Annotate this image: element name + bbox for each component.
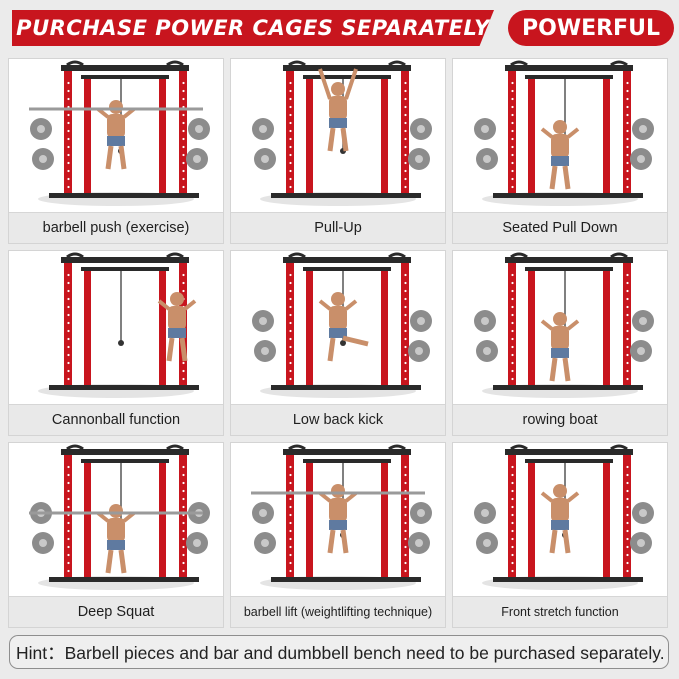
- power-cage-seated-row-photo: [453, 251, 667, 405]
- exercise-card: Front stretch function: [452, 442, 668, 628]
- exercise-card: Cannonball function: [8, 250, 224, 436]
- exercise-card: Pull-Up: [230, 58, 446, 244]
- power-cage-drawing: [252, 252, 432, 398]
- exercise-label: barbell lift (weightlifting technique): [231, 596, 445, 627]
- power-cage-drawing: [474, 444, 654, 590]
- exercise-label: Pull-Up: [231, 212, 445, 243]
- power-cage-drawing: [252, 60, 432, 206]
- exercise-card: barbell push (exercise): [8, 58, 224, 244]
- exercise-card: Low back kick: [230, 250, 446, 436]
- exercise-label: rowing boat: [453, 404, 667, 435]
- exercise-label: Cannonball function: [9, 404, 223, 435]
- purchase-hint: Hint：Barbell pieces and bar and dumbbell…: [9, 635, 669, 669]
- exercise-card: barbell lift (weightlifting technique): [230, 442, 446, 628]
- exercise-label: barbell push (exercise): [9, 212, 223, 243]
- power-cage-drawing: [29, 60, 210, 206]
- hint-text: Hint：Barbell pieces and bar and dumbbell…: [16, 642, 665, 663]
- exercise-label: Low back kick: [231, 404, 445, 435]
- power-cage-squat-photo: [9, 443, 223, 597]
- power-cage-kickback-photo: [231, 251, 445, 405]
- power-cage-bench-press-photo: [9, 59, 223, 213]
- exercise-grid: barbell push (exercise) Pull-Up Seated P…: [8, 58, 668, 628]
- exercise-card: rowing boat: [452, 250, 668, 436]
- power-cage-pull-up-photo: [231, 59, 445, 213]
- banner-right-text: POWERFUL: [522, 15, 660, 41]
- banner-left-text: PURCHASE POWER CAGES SEPARATELY: [16, 16, 490, 40]
- power-cage-cable-row-photo: [9, 251, 223, 405]
- exercise-label: Deep Squat: [9, 596, 223, 627]
- power-cage-barbell-lift-photo: [231, 443, 445, 597]
- power-cage-triceps-extension-photo: [453, 443, 667, 597]
- exercise-card: Seated Pull Down: [452, 58, 668, 244]
- powerful-badge: POWERFUL: [508, 10, 674, 46]
- power-cage-drawing: [474, 252, 654, 398]
- exercise-card: Deep Squat: [8, 442, 224, 628]
- power-cage-drawing: [474, 60, 654, 206]
- power-cage-drawing: [29, 444, 210, 590]
- exercise-label: Front stretch function: [453, 596, 667, 627]
- power-cage-lat-pulldown-photo: [453, 59, 667, 213]
- exercise-label: Seated Pull Down: [453, 212, 667, 243]
- purchase-separately-banner: PURCHASE POWER CAGES SEPARATELY: [12, 10, 494, 46]
- power-cage-drawing: [251, 444, 432, 590]
- power-cage-drawing: [38, 252, 199, 398]
